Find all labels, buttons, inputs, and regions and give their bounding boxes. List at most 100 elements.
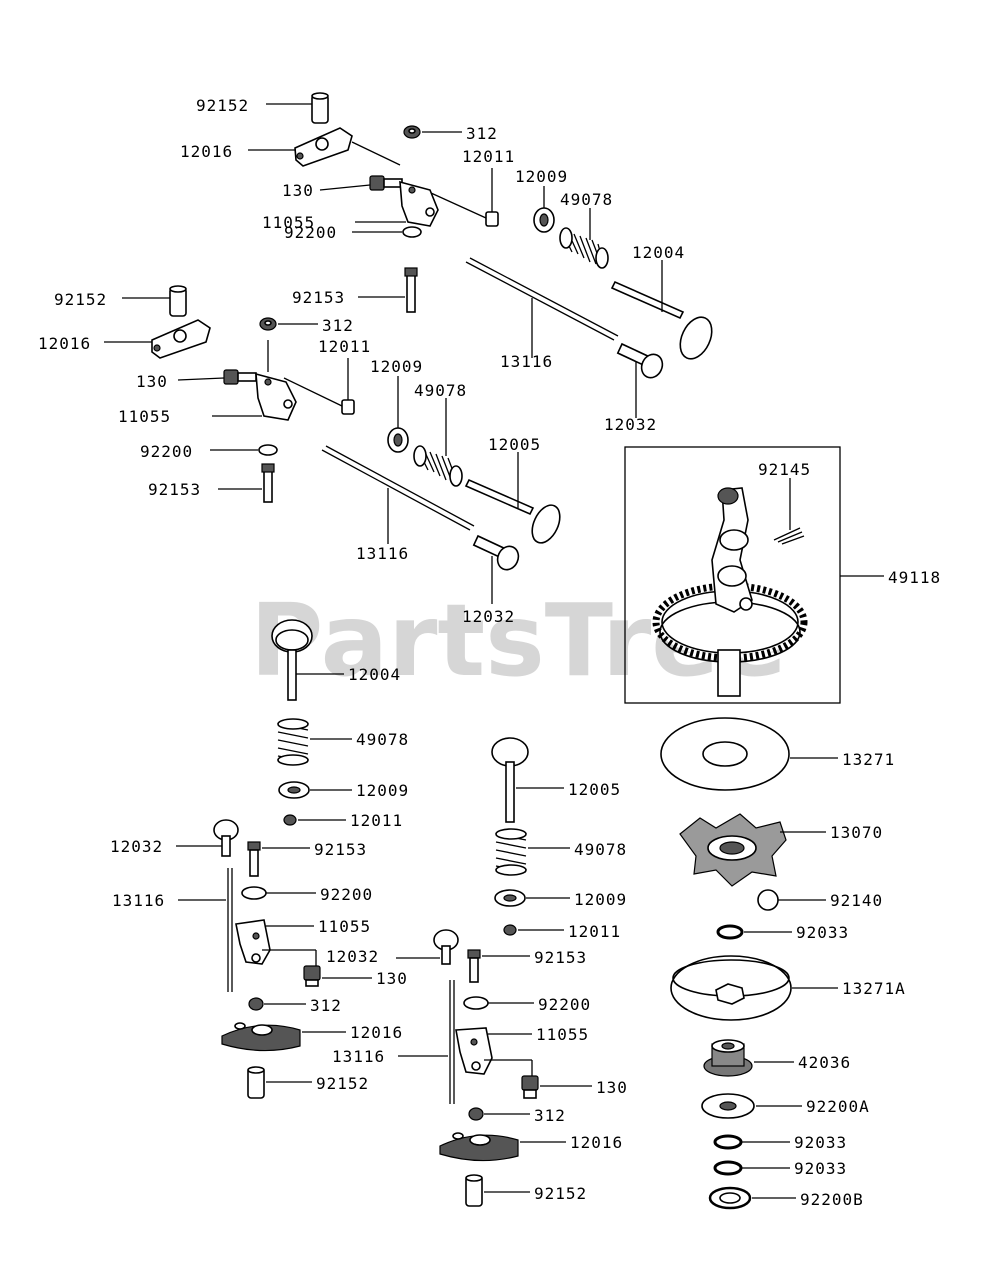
label-312[interactable]: 312 — [534, 1106, 566, 1125]
part-130-d — [303, 965, 321, 987]
assembly-a: 92152 12016 312 12011 130 — [180, 92, 713, 434]
label-13271A[interactable]: 13271A — [842, 979, 906, 998]
part-12009-b — [387, 427, 409, 453]
part-130-a — [369, 175, 403, 191]
part-12016-b — [151, 319, 211, 359]
label-130[interactable]: 130 — [282, 181, 314, 200]
label-92200[interactable]: 92200 — [320, 885, 373, 904]
label-130[interactable]: 130 — [136, 372, 168, 391]
label-312[interactable]: 312 — [322, 316, 354, 335]
part-11055-a — [399, 180, 439, 227]
label-12005[interactable]: 12005 — [488, 435, 541, 454]
label-12032[interactable]: 12032 — [462, 607, 515, 626]
part-12009-d — [278, 781, 310, 799]
label-312[interactable]: 312 — [466, 124, 498, 143]
label-12011[interactable]: 12011 — [462, 147, 515, 166]
part-130-e — [521, 1075, 539, 1099]
label-12016[interactable]: 12016 — [38, 334, 91, 353]
label-12005[interactable]: 12005 — [568, 780, 621, 799]
label-12011[interactable]: 12011 — [318, 337, 371, 356]
label-12011[interactable]: 12011 — [568, 922, 621, 941]
label-92033[interactable]: 92033 — [794, 1133, 847, 1152]
label-92033[interactable]: 92033 — [794, 1159, 847, 1178]
label-13271[interactable]: 13271 — [842, 750, 895, 769]
label-11055[interactable]: 11055 — [118, 407, 171, 426]
label-130[interactable]: 130 — [596, 1078, 628, 1097]
part-312-e — [468, 1107, 484, 1121]
part-92145 — [773, 527, 805, 545]
label-13070[interactable]: 13070 — [830, 823, 883, 842]
label-12004[interactable]: 12004 — [632, 243, 685, 262]
label-312[interactable]: 312 — [310, 996, 342, 1015]
part-92152-a — [311, 92, 329, 124]
label-49078[interactable]: 49078 — [356, 730, 409, 749]
part-12032-b — [472, 534, 520, 571]
label-49078[interactable]: 49078 — [414, 381, 467, 400]
part-12004-a — [610, 280, 713, 360]
label-13116[interactable]: 13116 — [356, 544, 409, 563]
part-12009-a — [533, 207, 555, 233]
part-11055-d — [235, 919, 271, 965]
label-12011[interactable]: 12011 — [350, 811, 403, 830]
camshaft-box — [624, 446, 841, 704]
label-13116[interactable]: 13116 — [112, 891, 165, 910]
label-12016[interactable]: 12016 — [180, 142, 233, 161]
label-92152[interactable]: 92152 — [196, 96, 249, 115]
label-11055[interactable]: 11055 — [318, 917, 371, 936]
label-130[interactable]: 130 — [376, 969, 408, 988]
part-312-b — [259, 317, 277, 331]
label-12016[interactable]: 12016 — [350, 1023, 403, 1042]
part-49078-a — [559, 227, 609, 269]
label-92200[interactable]: 92200 — [538, 995, 591, 1014]
label-12032[interactable]: 12032 — [110, 837, 163, 856]
label-92140[interactable]: 92140 — [830, 891, 883, 910]
label-12009[interactable]: 12009 — [515, 167, 568, 186]
label-92200[interactable]: 92200 — [284, 223, 337, 242]
assembly-b: 92152 12016 312 12011 130 — [38, 285, 561, 626]
label-12009[interactable]: 12009 — [356, 781, 409, 800]
label-92200[interactable]: 92200 — [140, 442, 193, 461]
part-12032-e — [433, 929, 459, 965]
camshaft-assembly: 92145 49118 — [624, 446, 941, 704]
part-92200A — [701, 1093, 755, 1119]
label-12004[interactable]: 12004 — [348, 665, 401, 684]
part-49078-e — [495, 828, 527, 876]
part-92153-b — [261, 463, 275, 503]
label-92200A[interactable]: 92200A — [806, 1097, 870, 1116]
label-12016[interactable]: 12016 — [570, 1133, 623, 1152]
label-92152[interactable]: 92152 — [54, 290, 107, 309]
part-13116-b — [321, 449, 471, 531]
part-92153-a — [404, 267, 418, 313]
label-92152[interactable]: 92152 — [534, 1184, 587, 1203]
label-49118[interactable]: 49118 — [888, 568, 941, 587]
label-42036[interactable]: 42036 — [798, 1053, 851, 1072]
part-312-a — [403, 125, 421, 139]
label-92145[interactable]: 92145 — [758, 460, 811, 479]
label-92153[interactable]: 92153 — [534, 948, 587, 967]
part-92200B — [708, 1186, 752, 1210]
label-12009[interactable]: 12009 — [370, 357, 423, 376]
part-13271 — [660, 717, 790, 791]
part-92153-d — [247, 841, 261, 877]
label-49078[interactable]: 49078 — [574, 840, 627, 859]
label-49078[interactable]: 49078 — [560, 190, 613, 209]
part-312-d — [248, 997, 264, 1011]
label-92153[interactable]: 92153 — [292, 288, 345, 307]
label-92200B[interactable]: 92200B — [800, 1190, 864, 1209]
label-92153[interactable]: 92153 — [314, 840, 367, 859]
part-12011-d — [283, 814, 297, 826]
label-12032-e[interactable]: 12032 — [326, 947, 379, 966]
part-130-b — [223, 369, 257, 385]
label-12009[interactable]: 12009 — [574, 890, 627, 909]
label-11055[interactable]: 11055 — [262, 213, 315, 232]
label-13116[interactable]: 13116 — [332, 1047, 385, 1066]
part-49078-b — [413, 445, 463, 487]
label-92033[interactable]: 92033 — [796, 923, 849, 942]
part-13070 — [679, 813, 787, 887]
label-12032[interactable]: 12032 — [604, 415, 657, 434]
label-92152[interactable]: 92152 — [316, 1074, 369, 1093]
part-12011-e — [503, 924, 517, 936]
label-11055[interactable]: 11055 — [536, 1025, 589, 1044]
label-13116[interactable]: 13116 — [500, 352, 553, 371]
label-92153[interactable]: 92153 — [148, 480, 201, 499]
